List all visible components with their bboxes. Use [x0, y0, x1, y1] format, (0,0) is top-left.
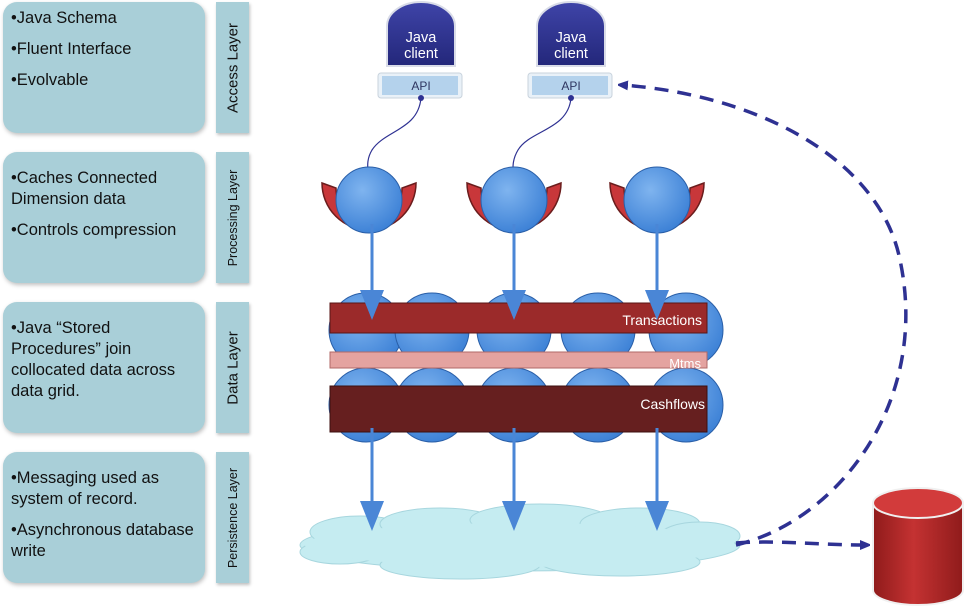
access-item-3: •Evolvable [11, 71, 89, 89]
cloud-to-database-dashed-arrow [735, 542, 866, 545]
mtms-bar [329, 351, 708, 369]
cashflows-bar [329, 385, 708, 433]
access-layer-tab: Access Layer [216, 2, 249, 133]
client-2-connector [512, 97, 572, 175]
client-1-label-line1: Java [406, 30, 438, 46]
processing-node-3 [609, 166, 705, 234]
processing-layer-description: •Caches Connected Dimension data •Contro… [3, 152, 205, 283]
data-layer-description: •Java “Stored Procedures” join collocate… [3, 302, 205, 433]
processing-arrows [360, 224, 669, 320]
client-2-api-label: API [561, 79, 580, 93]
processing-item-2: •Controls compression [11, 221, 177, 239]
cloud-to-api-dashed-arrow [622, 85, 908, 547]
client-1-connector [367, 97, 422, 175]
java-client-1 [377, 1, 463, 99]
persistence-item-2: •Asynchronous database write [11, 521, 194, 560]
access-layer-description: •Java Schema •Fluent Interface •Evolvabl… [3, 2, 205, 133]
persistence-arrows [360, 428, 669, 531]
client-2-label-line1: Java [556, 30, 588, 46]
data-item-1: •Java “Stored Procedures” join collocate… [11, 319, 176, 400]
transactions-label: Transactions [622, 312, 702, 328]
database-icon [872, 487, 964, 606]
processing-node-1 [321, 166, 417, 234]
access-item-2: •Fluent Interface [11, 40, 132, 58]
persistence-item-1: •Messaging used as system of record. [11, 469, 159, 508]
data-layer-tab: Data Layer [216, 302, 249, 433]
client-1-api-label: API [411, 79, 430, 93]
processing-node-2 [466, 166, 562, 234]
access-item-1: •Java Schema [11, 9, 117, 27]
cashflows-label: Cashflows [640, 396, 705, 412]
mtms-label: Mtms [669, 356, 701, 371]
persistence-layer-description: •Messaging used as system of record. •As… [3, 452, 205, 583]
client-1-label-line2: client [404, 46, 438, 62]
persistence-layer-tab: Persistence Layer [216, 452, 249, 583]
processing-layer-tab: Processing Layer [216, 152, 249, 283]
processing-item-1: •Caches Connected Dimension data [11, 169, 158, 208]
client-2-label-line2: client [554, 46, 588, 62]
